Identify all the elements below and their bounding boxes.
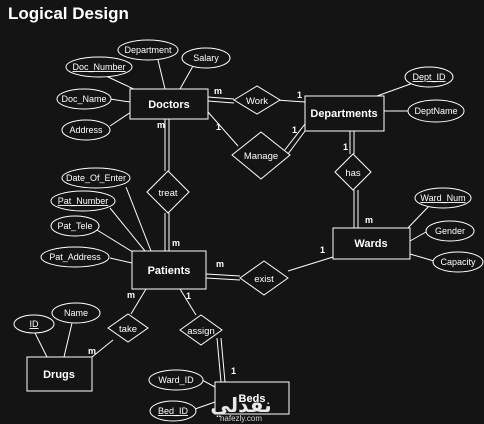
svg-text:Salary: Salary bbox=[193, 53, 219, 63]
relationship-manage-label: Manage bbox=[244, 151, 278, 162]
attr-department: Department bbox=[117, 39, 179, 61]
svg-text:Pat_Tele: Pat_Tele bbox=[57, 221, 92, 231]
svg-text:Ward_ID: Ward_ID bbox=[158, 375, 194, 385]
svg-text:Ward_Num: Ward_Num bbox=[420, 193, 465, 203]
entity-doctors: Doctors bbox=[129, 88, 209, 120]
svg-text:DeptName: DeptName bbox=[414, 106, 457, 116]
card-patients-assign: 1 bbox=[186, 291, 191, 301]
svg-text:Bed_ID: Bed_ID bbox=[158, 406, 189, 416]
svg-text:Gender: Gender bbox=[435, 226, 465, 236]
svg-text:Department: Department bbox=[124, 45, 172, 55]
attr-doc-name: Doc_Name bbox=[56, 88, 112, 110]
relationship-take: take bbox=[107, 313, 149, 343]
entity-drugs-label: Drugs bbox=[43, 369, 75, 381]
svg-text:Doc_Number: Doc_Number bbox=[72, 62, 125, 72]
attr-drug-name: Name bbox=[51, 302, 101, 324]
relationship-treat-label: treat bbox=[158, 188, 177, 199]
svg-text:Pat_Address: Pat_Address bbox=[49, 252, 101, 262]
card-patients-take: m bbox=[127, 290, 135, 300]
attr-pat-number: Pat_Number bbox=[50, 190, 116, 212]
card-work-departments: 1 bbox=[297, 90, 302, 100]
relationship-assign: assign bbox=[179, 314, 223, 346]
cardinalities: m 1 1 1 m m 1 m m 1 m m 1 1 bbox=[88, 86, 373, 376]
attr-pat-tele: Pat_Tele bbox=[50, 215, 100, 237]
watermark: نفذلي nafezly.com bbox=[210, 393, 271, 423]
attr-dept-id: Dept_ID bbox=[404, 66, 454, 88]
attr-gender: Gender bbox=[425, 220, 475, 242]
relationship-work-label: Work bbox=[246, 96, 268, 107]
relationship-has-label: has bbox=[345, 168, 361, 179]
watermark-arabic: نفذلي bbox=[210, 393, 271, 418]
attr-ward-id: Ward_ID bbox=[148, 369, 204, 391]
svg-text:ID: ID bbox=[30, 319, 40, 329]
relationship-has: has bbox=[334, 153, 372, 191]
attr-ward-num: Ward_Num bbox=[414, 187, 472, 209]
entity-patients: Patients bbox=[131, 250, 207, 290]
watermark-url: nafezly.com bbox=[220, 414, 262, 423]
svg-text:Date_Of_Enter: Date_Of_Enter bbox=[66, 173, 126, 183]
entity-wards: Wards bbox=[332, 227, 411, 260]
relationship-work: Work bbox=[233, 85, 281, 115]
entity-departments: Departments bbox=[304, 95, 385, 132]
relationship-assign-label: assign bbox=[187, 326, 214, 337]
entity-beds: Beds bbox=[214, 381, 290, 415]
card-exist-wards: 1 bbox=[320, 245, 325, 255]
attr-address-doc: Address bbox=[61, 119, 111, 141]
relationship-exist: exist bbox=[239, 260, 289, 296]
card-departments-has: 1 bbox=[343, 142, 348, 152]
attr-capacity: Capacity bbox=[432, 251, 484, 273]
card-assign-beds: 1 bbox=[231, 366, 236, 376]
svg-text:Address: Address bbox=[69, 125, 103, 135]
relationship-exist-label: exist bbox=[254, 274, 274, 285]
card-manage-departments: 1 bbox=[292, 125, 297, 135]
entity-beds-label: Beds bbox=[239, 393, 266, 405]
relationship-take-label: take bbox=[119, 324, 137, 335]
card-doctors-manage: 1 bbox=[216, 122, 221, 132]
svg-text:Name: Name bbox=[64, 308, 88, 318]
svg-text:Doc_Name: Doc_Name bbox=[61, 94, 106, 104]
relationship-treat: treat bbox=[146, 170, 190, 214]
card-treat-patients: m bbox=[172, 238, 180, 248]
svg-text:Dept_ID: Dept_ID bbox=[412, 72, 446, 82]
attr-bed-id: Bed_ID bbox=[149, 400, 197, 422]
entity-doctors-label: Doctors bbox=[148, 99, 190, 111]
card-take-drugs: m bbox=[88, 346, 96, 356]
attr-deptname: DeptName bbox=[407, 99, 465, 123]
connectors bbox=[33, 59, 435, 410]
attr-doc-number: Doc_Number bbox=[65, 56, 133, 78]
svg-text:Capacity: Capacity bbox=[440, 257, 476, 267]
card-patients-exist: m bbox=[216, 259, 224, 269]
attr-date-of-enter: Date_Of_Enter bbox=[61, 167, 131, 189]
card-doctors-treat: m bbox=[157, 120, 165, 130]
entity-wards-label: Wards bbox=[354, 238, 387, 250]
page-title: Logical Design bbox=[8, 4, 129, 23]
card-doctors-work: m bbox=[214, 86, 222, 96]
card-has-wards: m bbox=[365, 215, 373, 225]
attr-pat-address: Pat_Address bbox=[40, 246, 110, 268]
entity-patients-label: Patients bbox=[148, 265, 191, 277]
attr-salary: Salary bbox=[181, 47, 231, 69]
entity-departments-label: Departments bbox=[310, 108, 377, 120]
relationship-manage: Manage bbox=[231, 131, 291, 180]
svg-text:Pat_Number: Pat_Number bbox=[58, 196, 109, 206]
attr-drug-id: ID bbox=[13, 314, 55, 334]
entity-drugs: Drugs bbox=[26, 356, 93, 392]
